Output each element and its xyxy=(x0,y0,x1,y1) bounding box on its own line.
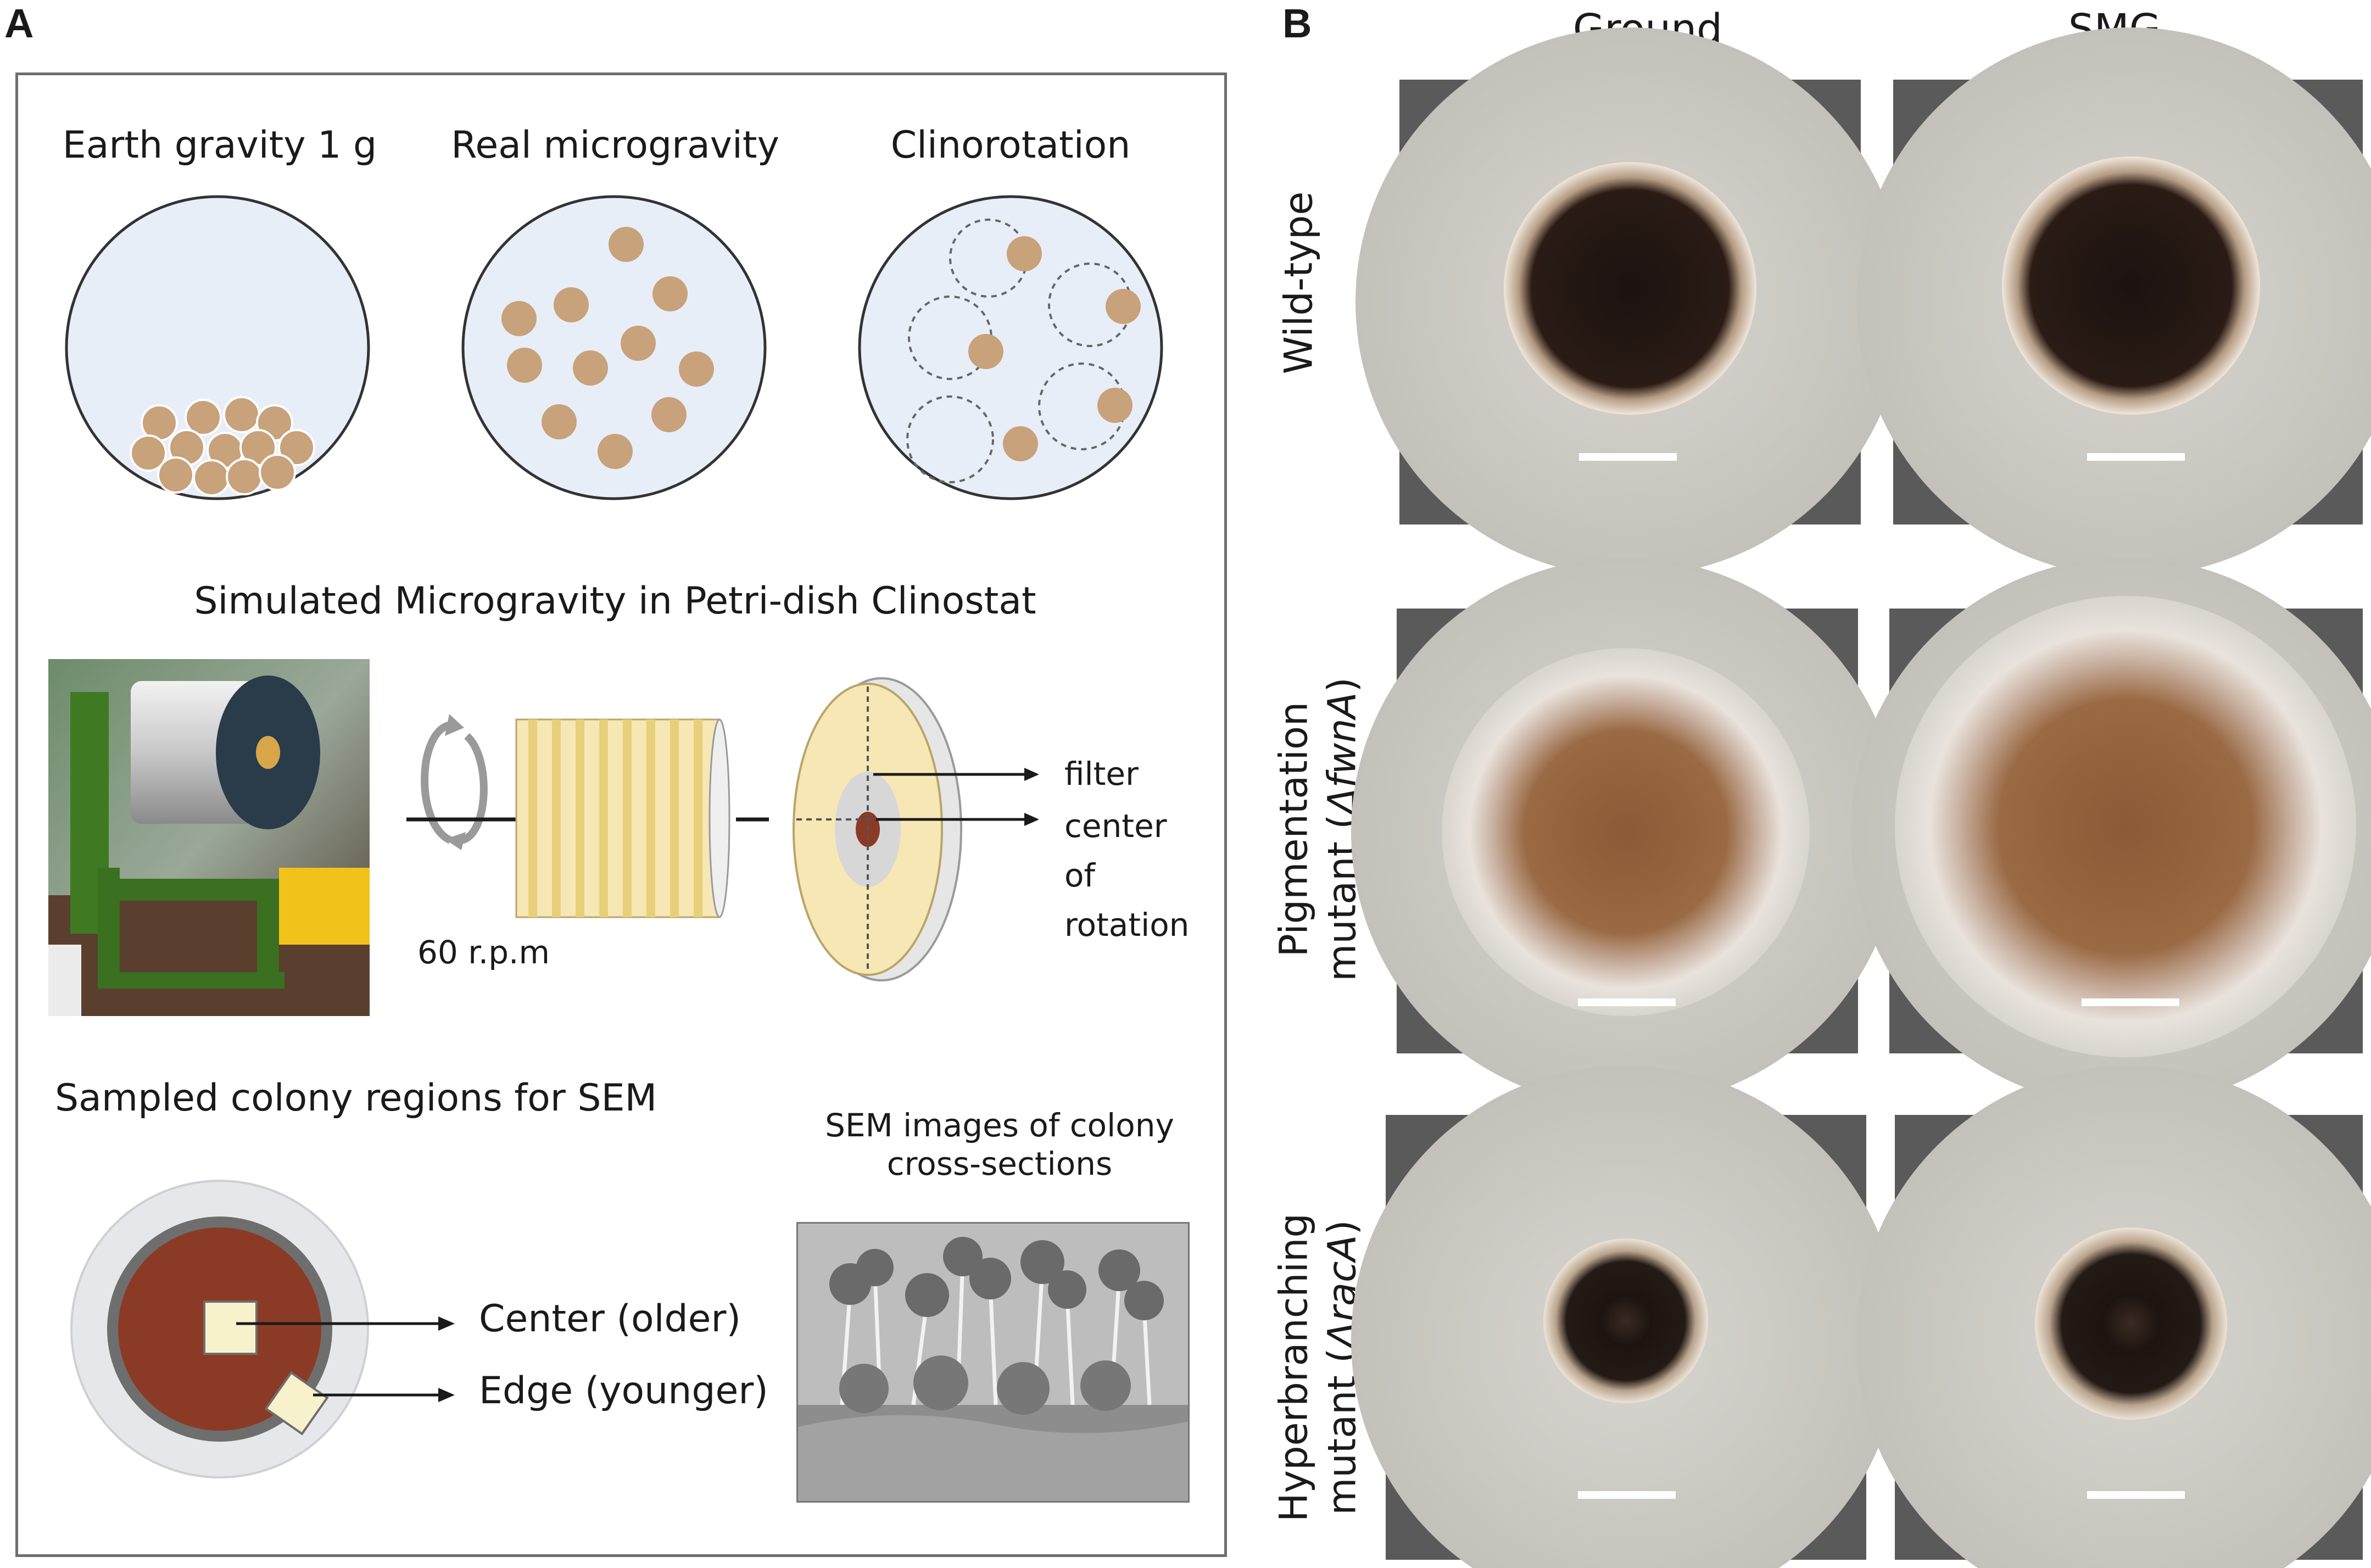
sem-section-title: Sampled colony regions for SEM xyxy=(55,1076,657,1120)
earth-gravity-dish xyxy=(65,195,370,500)
real-microgravity-label: Real microgravity xyxy=(451,124,779,167)
panel-b-letter: B xyxy=(1282,1,1312,46)
dish-stack xyxy=(515,718,730,918)
rotation-speed-label: 60 r.p.m xyxy=(417,934,550,971)
center-older-label: Center (older) xyxy=(479,1297,741,1341)
dish-circle xyxy=(858,195,1163,500)
plate-wild-type-smg xyxy=(1856,27,2371,577)
center-label-line2: of xyxy=(1064,857,1095,894)
rotating-particles xyxy=(968,236,1141,461)
sem-image xyxy=(796,1222,1190,1503)
arrow-head-icon xyxy=(1024,813,1039,826)
plate-wild-type-ground xyxy=(1355,27,1905,577)
sem-caption-line2: cross-sections xyxy=(886,1145,1113,1182)
arrow-head-icon xyxy=(438,1316,455,1331)
plate-hyperbranching-ground xyxy=(1351,1065,1900,1568)
arrow-head-icon xyxy=(438,1388,455,1402)
panel-a-letter: A xyxy=(4,1,34,46)
dish-circle xyxy=(461,195,767,500)
clinorotation-label: Clinorotation xyxy=(890,124,1131,167)
scale-bar xyxy=(2087,1491,2185,1499)
center-label-line1: center xyxy=(1064,807,1167,845)
plate-hyperbranching-smg xyxy=(1856,1065,2371,1568)
real-microgravity-dish xyxy=(461,195,767,500)
clinostat-schematic xyxy=(406,677,1039,981)
arrow-head-icon xyxy=(445,714,464,736)
arrow-head-icon xyxy=(445,832,466,850)
edge-younger-label: Edge (younger) xyxy=(479,1369,768,1413)
plate-pigmentation-smg xyxy=(1851,557,2371,1107)
single-dish xyxy=(793,677,962,981)
clinostat-title: Simulated Microgravity in Petri-dish Cli… xyxy=(194,579,1036,623)
filter-label: filter xyxy=(1064,755,1139,793)
scale-bar xyxy=(1579,453,1677,461)
rotation-arrows-icon xyxy=(421,721,488,844)
sedimented-particles xyxy=(130,396,315,496)
plate-pigmentation-ground xyxy=(1351,557,1900,1107)
edge-sample-square xyxy=(264,1371,329,1436)
scale-bar xyxy=(1578,998,1676,1006)
clinorotation-dish xyxy=(858,195,1163,500)
gravity-dishes-diagram xyxy=(65,195,1163,500)
center-sample-square xyxy=(203,1301,258,1355)
center-label-line3: rotation xyxy=(1064,906,1190,944)
clinostat-photo xyxy=(48,659,370,1016)
scale-bar xyxy=(2082,998,2179,1006)
earth-gravity-label: Earth gravity 1 g xyxy=(62,124,377,167)
sem-regions-diagram xyxy=(70,1180,455,1478)
scale-bar xyxy=(1578,1491,1676,1499)
floating-particles xyxy=(501,227,714,469)
sem-caption-line1: SEM images of colony xyxy=(825,1107,1174,1144)
arrow-head-icon xyxy=(1024,768,1039,781)
scale-bar xyxy=(2087,453,2185,461)
